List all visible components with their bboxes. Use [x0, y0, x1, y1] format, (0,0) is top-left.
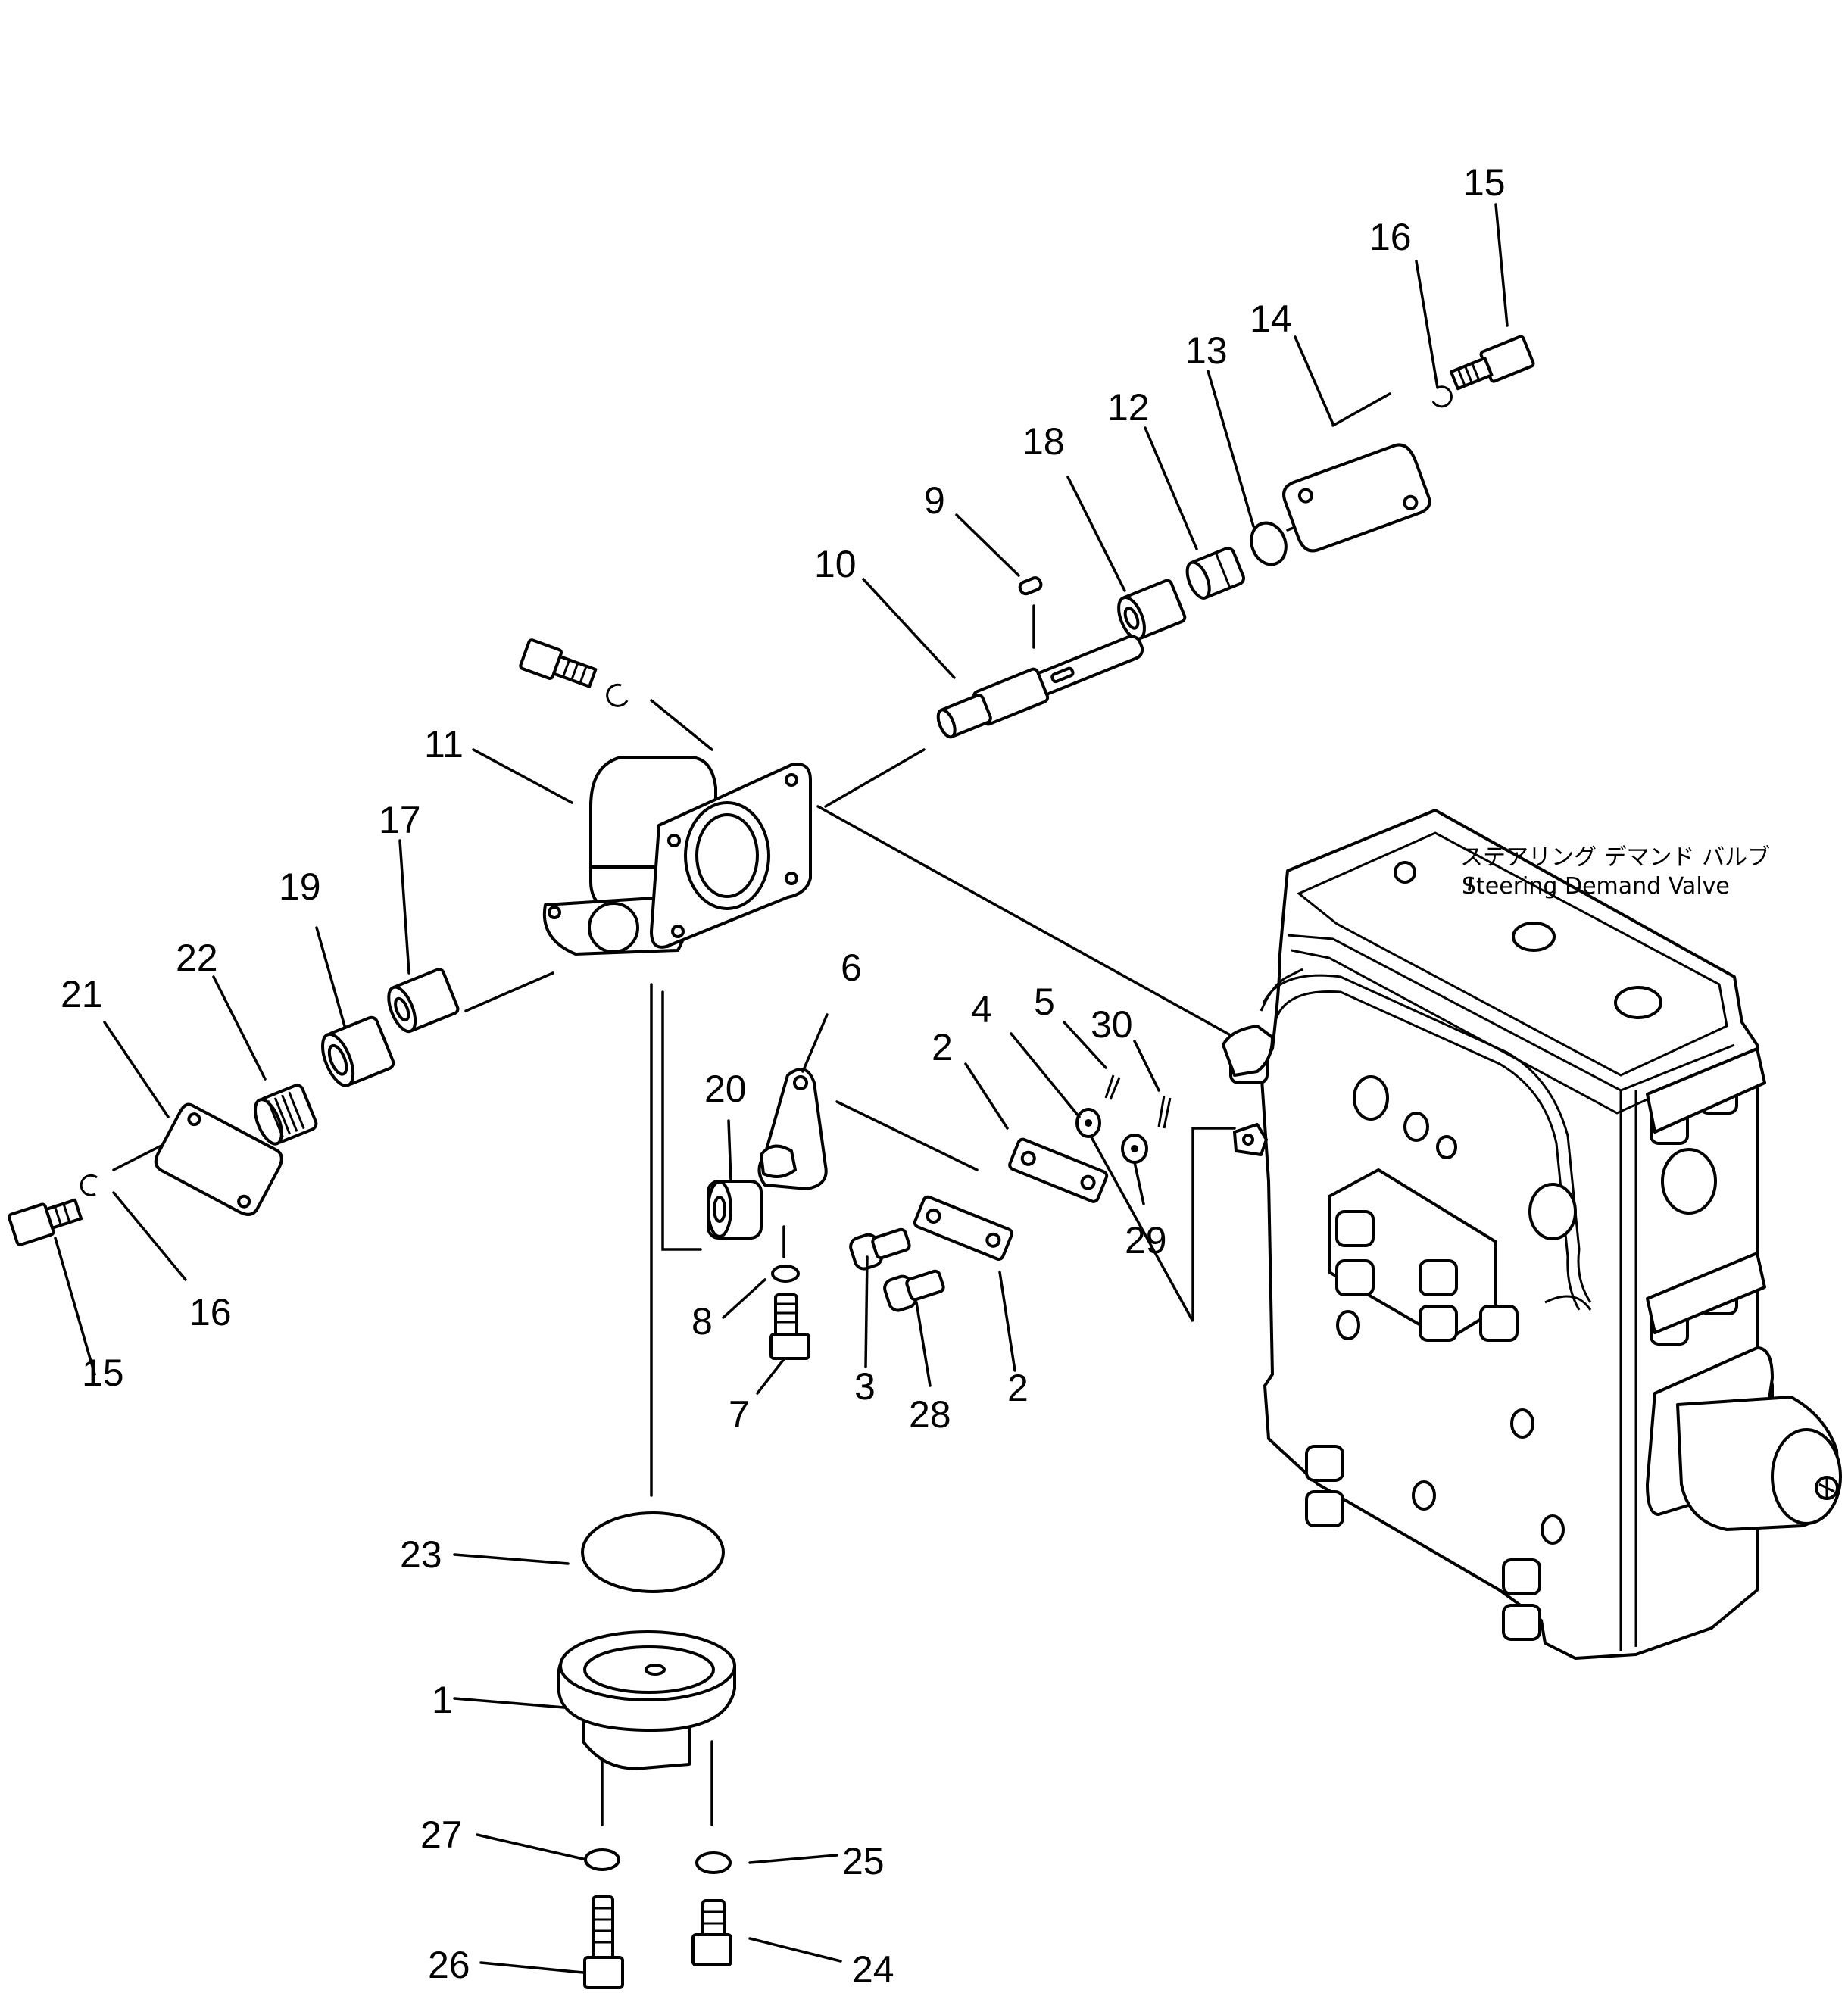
label-29: 29	[1125, 1219, 1167, 1262]
plug-12	[1185, 547, 1245, 600]
bolt-15-lower	[8, 1198, 83, 1246]
label-14: 14	[1250, 298, 1292, 340]
cover-14	[1282, 443, 1431, 553]
label-26: 26	[428, 1944, 470, 1986]
part-number-labels: 15 16 14 13 12 18 9 10 11 17 19 22 21 16…	[61, 161, 1506, 1991]
explosion-lines	[112, 392, 1391, 1826]
bolt-26	[583, 1895, 624, 1989]
washer-8	[771, 1265, 800, 1283]
label-19: 19	[279, 865, 321, 908]
bushing-17	[387, 968, 460, 1034]
label-12: 12	[1107, 386, 1150, 429]
link-plate-2-upper	[1008, 1137, 1109, 1203]
label-5: 5	[1034, 981, 1055, 1023]
label-9: 9	[924, 479, 945, 522]
label-10: 10	[814, 543, 857, 585]
label-28: 28	[909, 1393, 951, 1436]
bushing-18	[1117, 579, 1187, 641]
cotter-pin-30	[1157, 1095, 1172, 1129]
label-7: 7	[729, 1393, 750, 1436]
bolt-15-top	[1449, 335, 1535, 391]
bolt-24	[691, 1899, 732, 1966]
label-15-top: 15	[1463, 161, 1506, 204]
shaft-10	[936, 635, 1144, 739]
washer-upper-left	[606, 683, 629, 707]
bolt-upper-left	[519, 638, 598, 688]
pin-3	[849, 1227, 911, 1271]
needle-bearing-22	[253, 1084, 318, 1146]
washer-16-top	[1431, 385, 1453, 408]
label-1: 1	[432, 1679, 453, 1721]
label-16-top: 16	[1369, 216, 1412, 258]
washer-27	[584, 1848, 620, 1871]
housing-11	[542, 756, 812, 956]
washer-16-lower	[80, 1174, 98, 1196]
bearing-19	[321, 1015, 395, 1087]
label-2-upper: 2	[932, 1026, 953, 1068]
label-2-lower: 2	[1007, 1367, 1029, 1409]
pin-28	[883, 1269, 945, 1312]
o-ring-23	[581, 1511, 725, 1593]
label-21: 21	[61, 973, 103, 1015]
bolt-7	[769, 1293, 810, 1360]
label-4: 4	[971, 988, 992, 1031]
label-15-lower: 15	[82, 1352, 124, 1394]
cap-1	[557, 1630, 736, 1770]
label-20: 20	[704, 1068, 747, 1110]
cover-21	[154, 1102, 283, 1216]
label-3: 3	[854, 1365, 876, 1408]
label-16-lower: 16	[189, 1291, 232, 1333]
label-30: 30	[1091, 1003, 1133, 1046]
label-13: 13	[1185, 329, 1228, 372]
key-9	[1018, 576, 1043, 596]
leader-lines	[54, 203, 1509, 1974]
valve-caption-english: Steering Demand Valve	[1462, 873, 1730, 900]
steering-demand-valve	[1222, 809, 1842, 1660]
label-11: 11	[424, 723, 464, 766]
label-8: 8	[691, 1300, 713, 1343]
bushing-20	[707, 1180, 763, 1240]
cotter-pin-5	[1104, 1074, 1121, 1100]
label-6: 6	[841, 947, 862, 989]
o-ring-13	[1250, 521, 1288, 566]
label-17: 17	[379, 799, 421, 841]
solenoid	[1646, 1346, 1842, 1531]
label-27: 27	[420, 1814, 463, 1856]
washer-25	[695, 1851, 732, 1874]
label-25: 25	[842, 1840, 885, 1882]
label-24: 24	[852, 1948, 894, 1991]
lever-6	[757, 1068, 828, 1190]
valve-caption-japanese: ステアリング デマンド バルブ	[1460, 844, 1770, 871]
label-18: 18	[1022, 420, 1065, 463]
link-plate-2-lower	[913, 1195, 1013, 1261]
label-22: 22	[176, 937, 218, 979]
label-23: 23	[400, 1533, 442, 1576]
